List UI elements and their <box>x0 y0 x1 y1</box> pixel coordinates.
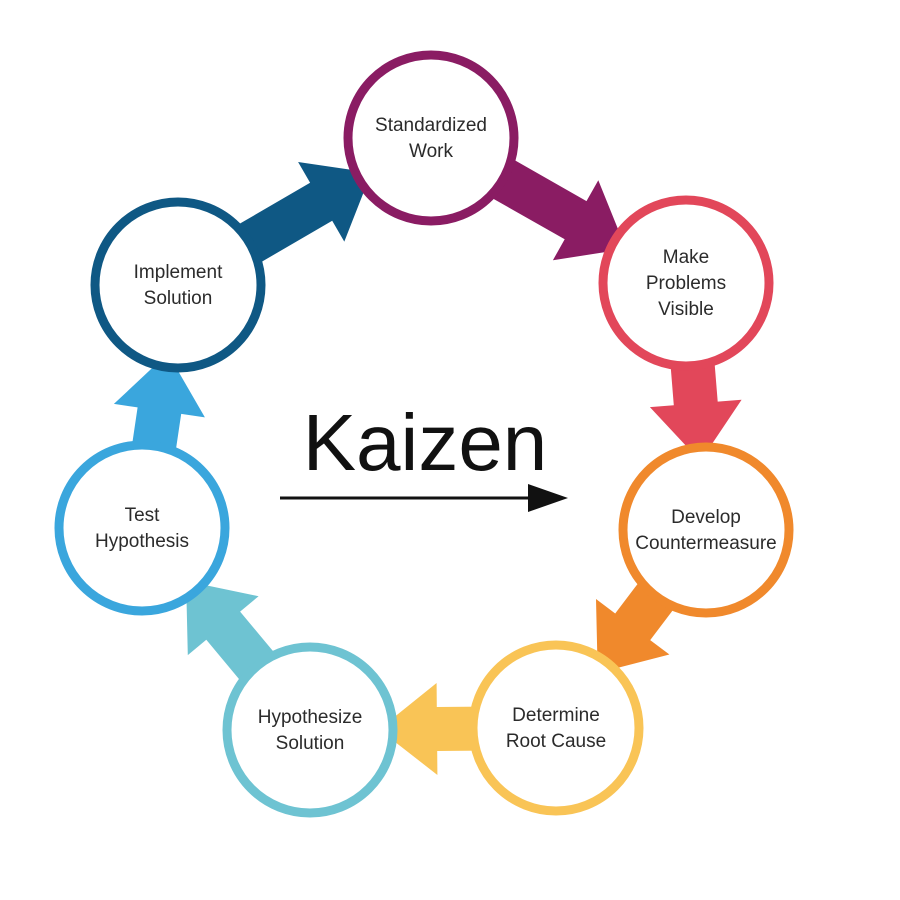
step-label-test-hypothesis-line-1: Test <box>125 505 161 526</box>
arrow-visible-to-countermeasure <box>649 356 742 462</box>
arrow-implement-to-standardized <box>231 162 372 267</box>
step-label-standardized-work-line-2: Work <box>409 141 453 162</box>
arrow-test-to-implement <box>113 353 205 457</box>
arrow-hypothesize-to-test <box>186 581 279 687</box>
step-label-implement-solution-line-2: Solution <box>144 288 213 309</box>
step-label-develop-countermeasure-line-1: Develop <box>671 507 741 528</box>
step-label-develop-countermeasure-line-2: Countermeasure <box>635 533 777 554</box>
step-label-test-hypothesis-line-2: Hypothesis <box>95 531 189 552</box>
step-circle-make-problems-visible <box>598 195 774 371</box>
step-circle-hypothesize-solution <box>222 642 398 818</box>
step-label-hypothesize-solution-line-1: Hypothesize <box>258 707 363 728</box>
step-circle-determine-root-cause <box>468 640 644 816</box>
step-circle-test-hypothesis <box>54 440 230 616</box>
center-group: Kaizen <box>280 398 568 512</box>
step-label-determine-root-cause-line-1: Determine <box>512 705 600 726</box>
step-circle-develop-countermeasure <box>618 442 794 618</box>
step-label-hypothesize-solution-line-2: Solution <box>276 733 345 754</box>
step-label-make-problems-visible-line-1: Make <box>663 247 709 268</box>
title-underline-arrow-head <box>528 484 568 512</box>
step-circle-standardized-work <box>343 50 519 226</box>
center-title: Kaizen <box>303 398 548 487</box>
step-label-make-problems-visible-line-2: Problems <box>646 273 726 294</box>
step-label-make-problems-visible-line-3: Visible <box>658 299 714 320</box>
step-label-determine-root-cause-line-2: Root Cause <box>506 731 606 752</box>
step-circle-implement-solution <box>90 197 266 373</box>
step-label-implement-solution-line-1: Implement <box>134 262 223 283</box>
nodes-layer: StandardizedWorkMakeProblemsVisibleDevel… <box>54 50 794 818</box>
arrow-rootcause-to-hypothesize <box>379 683 482 775</box>
step-label-standardized-work-line-1: Standardized <box>375 115 487 136</box>
arrow-standardized-to-visible <box>485 155 626 261</box>
